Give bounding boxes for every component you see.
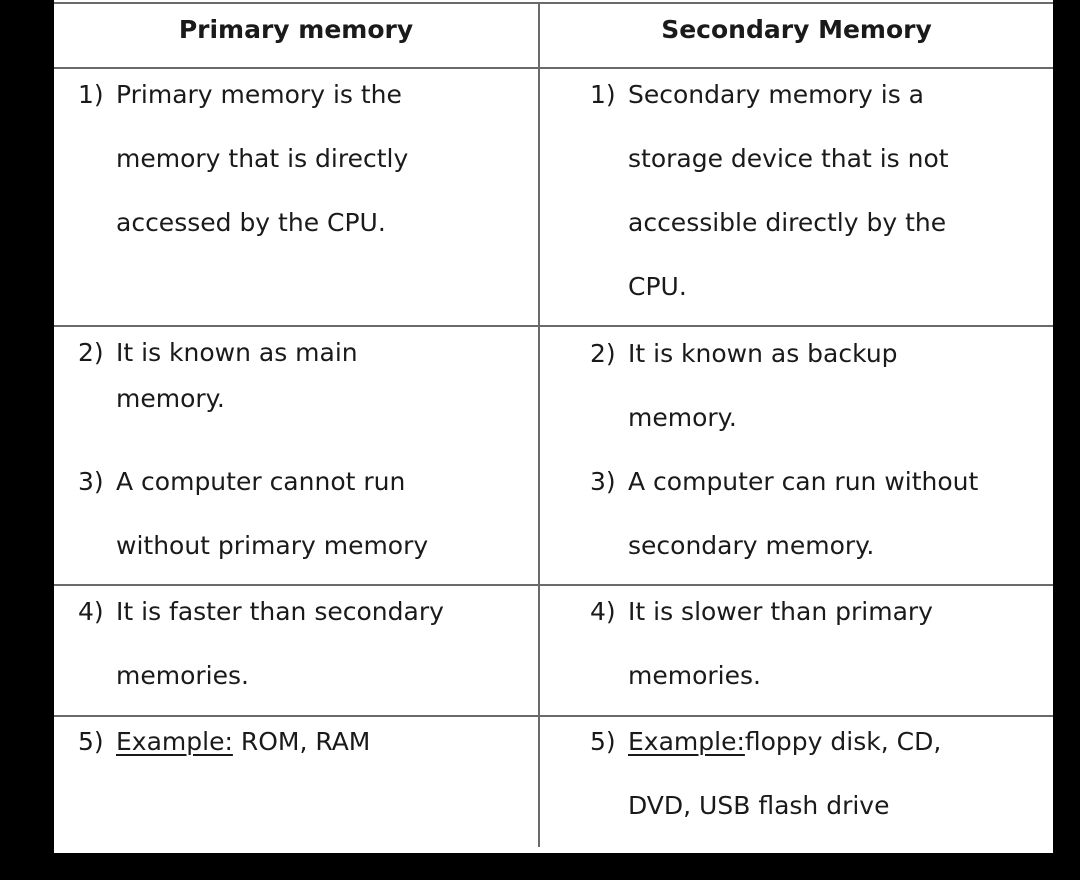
primary-point-3: 3)A computer cannot run without primary … (78, 467, 429, 560)
secondary-point-4: 4)It is slower than primary memories. (590, 597, 933, 690)
example-label: Example: (116, 727, 233, 756)
table-border-top (54, 2, 1053, 4)
row-divider (54, 715, 1053, 717)
secondary-point-1: 1)Secondary memory is a storage device t… (590, 80, 949, 301)
row-divider (54, 325, 1053, 327)
row-divider (54, 67, 1053, 69)
primary-point-4: 4)It is faster than secondary memories. (78, 597, 444, 690)
primary-point-2: 2)It is known as main memory. (78, 338, 358, 413)
secondary-point-5: 5)Example:floppy disk, CD, DVD, USB flas… (590, 727, 942, 820)
header-primary-memory: Primary memory (178, 15, 414, 44)
column-divider (538, 2, 540, 847)
header-secondary-memory: Secondary Memory (661, 15, 932, 44)
example-label: Example: (628, 727, 745, 756)
secondary-point-3: 3)A computer can run without secondary m… (590, 467, 979, 560)
secondary-point-2: 2)It is known as backup memory. (590, 339, 898, 432)
primary-point-1: 1)Primary memory is the memory that is d… (78, 80, 409, 237)
comparison-table: Primary memory Secondary Memory 1)Primar… (54, 0, 1053, 853)
row-divider (54, 584, 1053, 586)
primary-point-5: 5)Example: ROM, RAM (78, 727, 371, 756)
